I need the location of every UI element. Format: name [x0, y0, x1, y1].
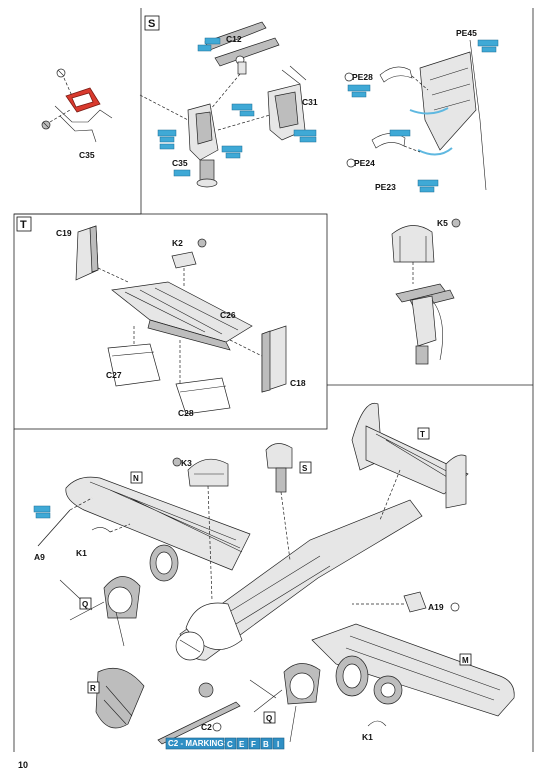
svg-text:A9: A9 [34, 552, 45, 562]
svg-text:F: F [251, 740, 256, 749]
svg-text:K1: K1 [362, 732, 373, 742]
svg-text:K1: K1 [76, 548, 87, 558]
marking-option-e: E [236, 737, 249, 750]
svg-text:S: S [302, 464, 308, 473]
step-s-gun-mount: C12 C31 C35 [139, 21, 318, 188]
step-t-marker: T [16, 216, 32, 232]
svg-text:C: C [227, 740, 233, 749]
svg-text:Q: Q [266, 714, 272, 723]
main-airframe [33, 402, 515, 745]
svg-text:C31: C31 [302, 97, 318, 107]
svg-text:T: T [20, 219, 27, 231]
svg-text:Q: Q [82, 600, 88, 609]
stamp-r: R [87, 681, 100, 694]
assembly-stamps: N S T Q M R Q [79, 427, 472, 724]
stamp-s: S [299, 461, 312, 474]
svg-text:PE45: PE45 [456, 28, 477, 38]
step-s-marker: S [144, 15, 160, 31]
marking-option-b: B [260, 737, 273, 750]
svg-text:PE24: PE24 [354, 158, 375, 168]
svg-text:K3: K3 [181, 458, 192, 468]
svg-text:C35: C35 [79, 150, 95, 160]
svg-text:E: E [239, 740, 245, 749]
svg-text:S: S [148, 18, 155, 30]
svg-text:R: R [90, 684, 96, 693]
svg-text:C12: C12 [226, 34, 242, 44]
stamp-n: N [130, 471, 143, 484]
stamp-q-left: Q [79, 597, 92, 610]
stamp-m: M [459, 653, 472, 666]
stamp-q-bottom: Q [263, 711, 276, 724]
svg-text:C35: C35 [172, 158, 188, 168]
svg-text:A19: A19 [428, 602, 444, 612]
svg-text:PE28: PE28 [352, 72, 373, 82]
svg-text:C2: C2 [201, 722, 212, 732]
step-t-tail: C19 K2 C26 C18 C27 C28 [56, 225, 306, 418]
svg-text:C18: C18 [290, 378, 306, 388]
svg-text:M: M [462, 656, 469, 665]
svg-text:I: I [277, 740, 279, 749]
page-number: 10 [18, 760, 28, 770]
svg-text:N: N [133, 474, 139, 483]
svg-text:PE23: PE23 [375, 182, 396, 192]
step-s-photoetch: PE45 PE28 PE24 PE23 [344, 28, 499, 193]
svg-text:K5: K5 [437, 218, 448, 228]
k5-turret-detail: K5 [391, 218, 461, 365]
stamp-t: T [417, 427, 430, 440]
svg-text:C27: C27 [106, 370, 122, 380]
svg-text:C19: C19 [56, 228, 72, 238]
main-part-labels: K3 A9 K1 A19 C2 K1 [34, 457, 460, 742]
svg-text:C28: C28 [178, 408, 194, 418]
marking-option-f: F [248, 737, 261, 750]
c35-ring-detail: C35 [41, 68, 113, 160]
svg-text:K2: K2 [172, 238, 183, 248]
marking-option-i: I [272, 737, 285, 750]
svg-text:B: B [263, 740, 269, 749]
panel-frames [13, 8, 534, 752]
svg-text:C2 - MARKINGS: C2 - MARKINGS [168, 739, 230, 748]
markings-bar: C2 - MARKINGS C E F B I [165, 737, 285, 750]
marking-option-c: C [224, 737, 237, 750]
svg-text:C26: C26 [220, 310, 236, 320]
svg-text:T: T [420, 430, 425, 439]
